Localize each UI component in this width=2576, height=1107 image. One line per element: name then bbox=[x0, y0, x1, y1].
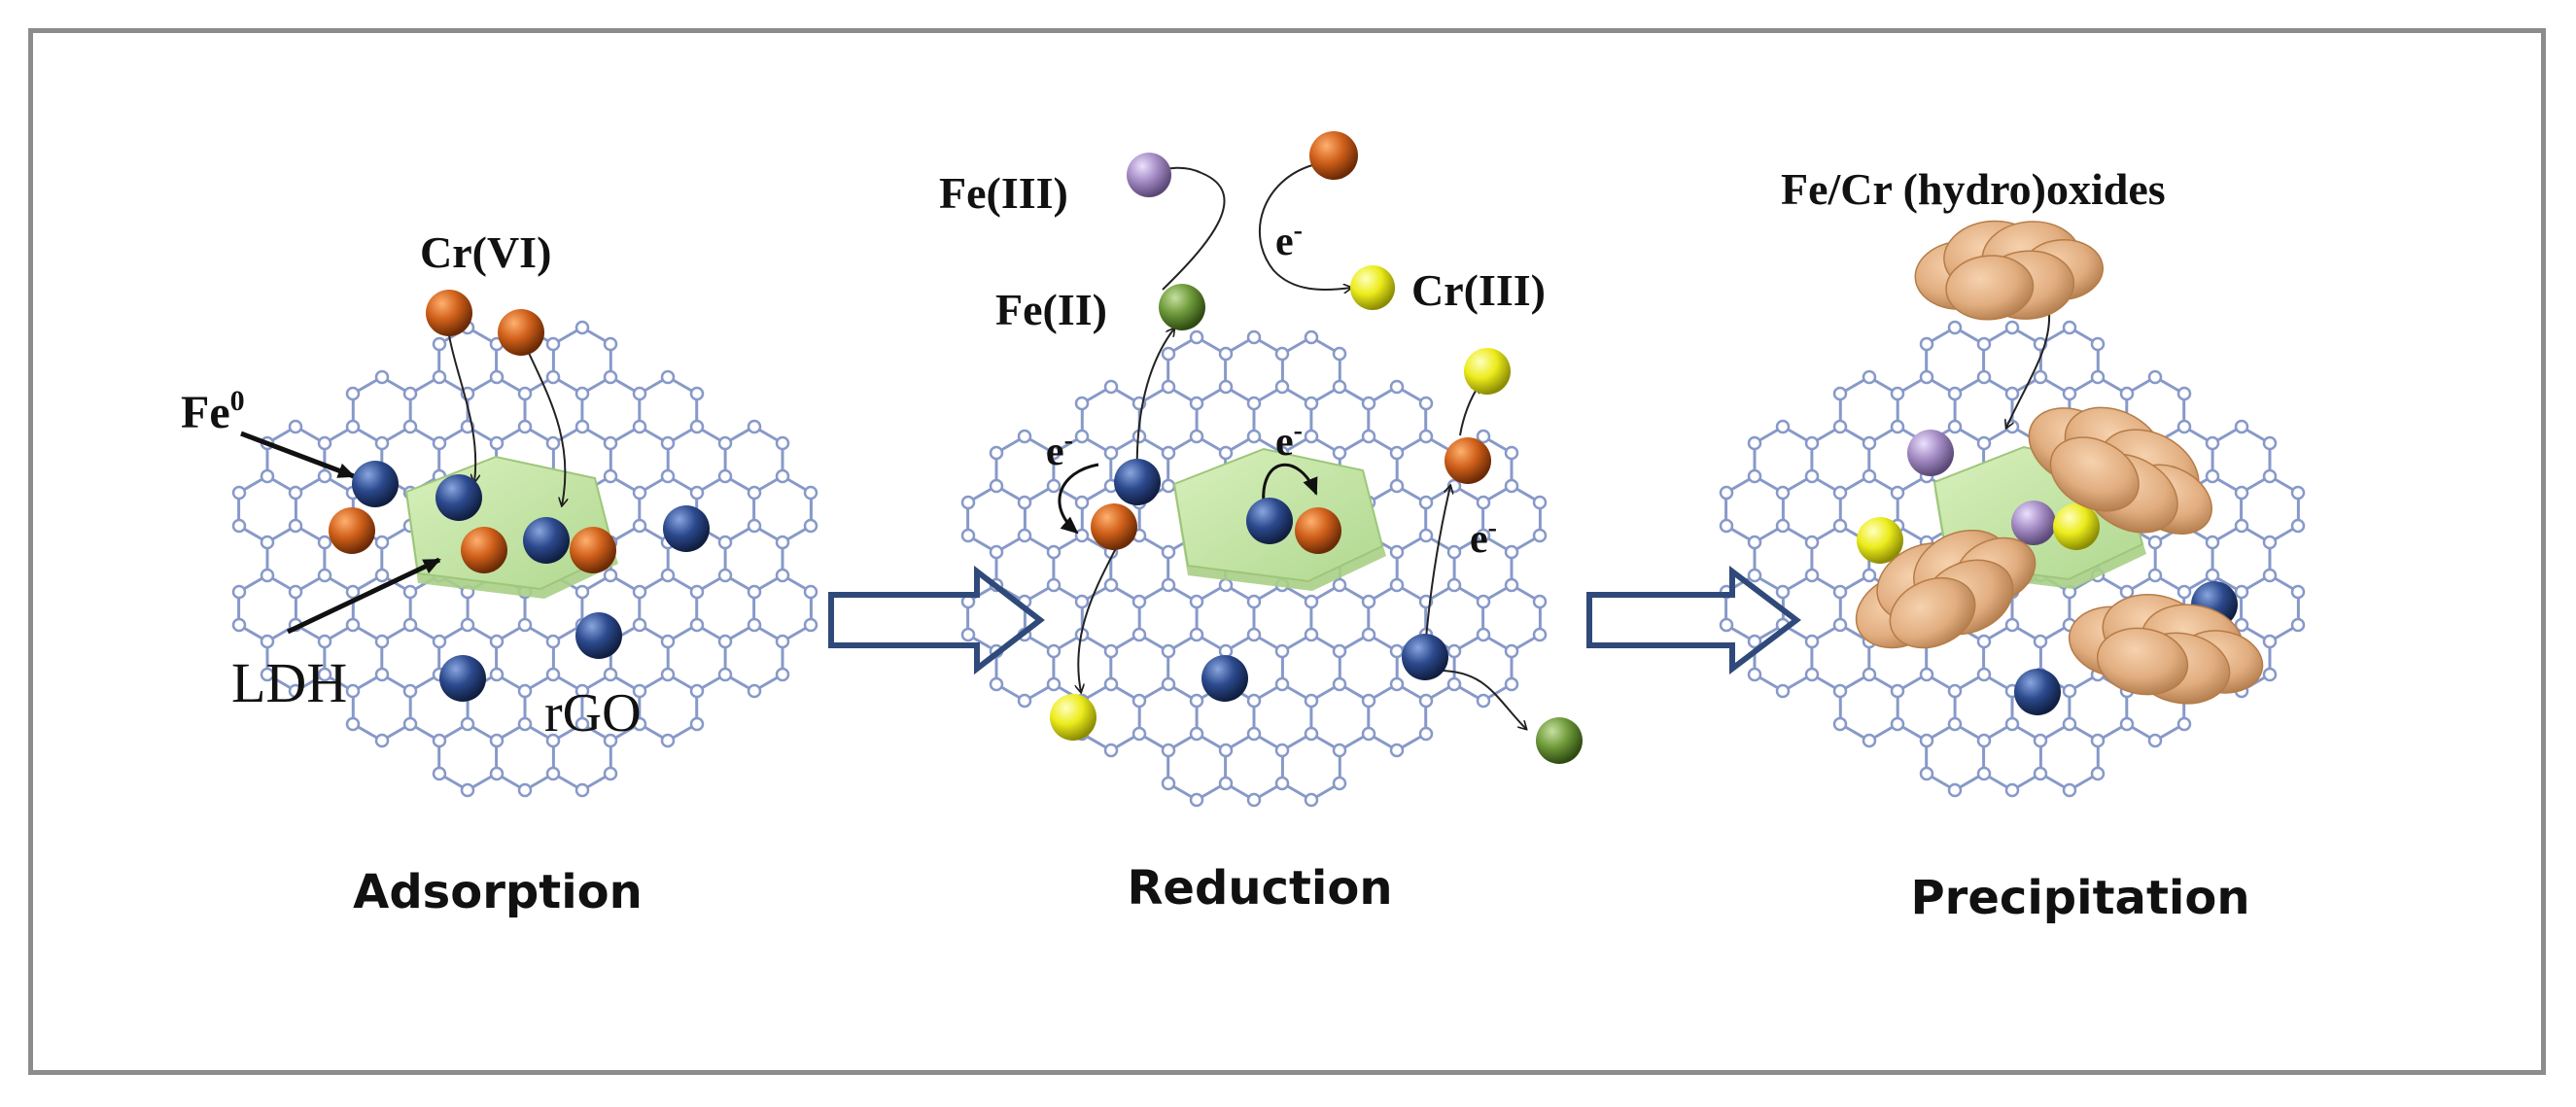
fe2-particle bbox=[1159, 284, 1205, 330]
process-arrow-1 bbox=[828, 565, 1045, 675]
redox-arc bbox=[1258, 164, 1351, 290]
cr6-particle bbox=[329, 507, 375, 554]
pathway-arrow bbox=[1438, 670, 1526, 729]
fe2-particle bbox=[1536, 717, 1583, 764]
pathway-arrow bbox=[522, 339, 565, 505]
pointer-arrow-fe0 bbox=[240, 431, 356, 479]
electron-transfer-arrow bbox=[1262, 463, 1318, 504]
precipitate-cluster bbox=[1855, 529, 2036, 649]
cr3-particle bbox=[1350, 265, 1395, 310]
pathway-arrow bbox=[1424, 486, 1450, 650]
fe3-particle bbox=[1907, 430, 1954, 476]
label-fe0: Fe0 bbox=[181, 385, 245, 438]
label-electron: e- bbox=[1046, 426, 1073, 474]
fe3-particle bbox=[2011, 501, 2056, 545]
label-cr6: Cr(VI) bbox=[420, 227, 551, 277]
precipitate-cluster bbox=[2028, 406, 2212, 536]
panel-adsorption: Fe0 Cr(VI) LDH rGO Adsorption bbox=[181, 227, 710, 919]
cr3-particle bbox=[1464, 348, 1511, 395]
fe0-particle bbox=[2014, 669, 2061, 715]
fe0-particle bbox=[663, 505, 710, 552]
figure-frame bbox=[28, 28, 2546, 1075]
label-ldh: LDH bbox=[231, 651, 347, 714]
caption-adsorption: Adsorption bbox=[353, 865, 643, 919]
label-fe2: Fe(II) bbox=[995, 285, 1107, 334]
fe0-particle bbox=[575, 612, 622, 659]
fe3-particle bbox=[1127, 153, 1171, 197]
cr6-particle bbox=[1445, 437, 1491, 484]
fe0-particle bbox=[435, 474, 482, 521]
label-electron: e- bbox=[1275, 216, 1303, 264]
cr3-particle bbox=[2053, 503, 2100, 550]
cr3-particle bbox=[1050, 694, 1097, 741]
cr6-particle bbox=[1091, 503, 1137, 550]
cr6-particle bbox=[461, 527, 507, 573]
cr6-particle bbox=[498, 309, 544, 356]
cr3-particle bbox=[1857, 517, 1903, 564]
label-electron: e- bbox=[1470, 513, 1497, 562]
precipitate-cluster bbox=[2068, 593, 2264, 705]
redox-arc bbox=[1162, 172, 1226, 291]
pathway-arrow bbox=[1078, 543, 1119, 692]
electron-transfer-arrow bbox=[1058, 463, 1099, 535]
pathway-arrow bbox=[2006, 312, 2051, 428]
fe0-particle bbox=[1201, 655, 1248, 702]
fe0-particle bbox=[1246, 498, 1293, 544]
cr6-particle bbox=[1309, 131, 1358, 180]
caption-precipitation: Precipitation bbox=[1910, 871, 2249, 925]
fe0-particle bbox=[352, 461, 399, 507]
process-arrow-2 bbox=[1586, 565, 1801, 675]
fe0-particle bbox=[1114, 459, 1161, 505]
pathway-arrow bbox=[448, 334, 475, 482]
label-fe3: Fe(III) bbox=[939, 168, 1068, 218]
fe0-particle bbox=[1402, 634, 1448, 680]
pointer-arrow-ldh bbox=[286, 557, 441, 635]
fe0-particle bbox=[523, 517, 570, 564]
cr6-particle bbox=[1295, 507, 1341, 554]
pathway-arrow bbox=[1459, 385, 1479, 436]
precipitate-cluster bbox=[1914, 220, 2105, 321]
panel-precipitation: Fe/Cr (hydro)oxides Precipitation bbox=[1781, 164, 2264, 925]
fe0-particle bbox=[439, 655, 486, 702]
graphene-bonds bbox=[237, 326, 813, 792]
label-hydroxides: Fe/Cr (hydro)oxides bbox=[1781, 164, 2166, 214]
cr6-particle bbox=[426, 290, 472, 336]
label-rgo: rGO bbox=[544, 683, 642, 744]
label-electron: e- bbox=[1275, 416, 1303, 465]
caption-reduction: Reduction bbox=[1127, 861, 1392, 916]
cr6-particle bbox=[570, 527, 616, 573]
label-cr3: Cr(III) bbox=[1411, 265, 1546, 315]
panel-reduction: Fe(III) Fe(II) Cr(III) e- e- e- e- Reduc… bbox=[939, 131, 1583, 916]
